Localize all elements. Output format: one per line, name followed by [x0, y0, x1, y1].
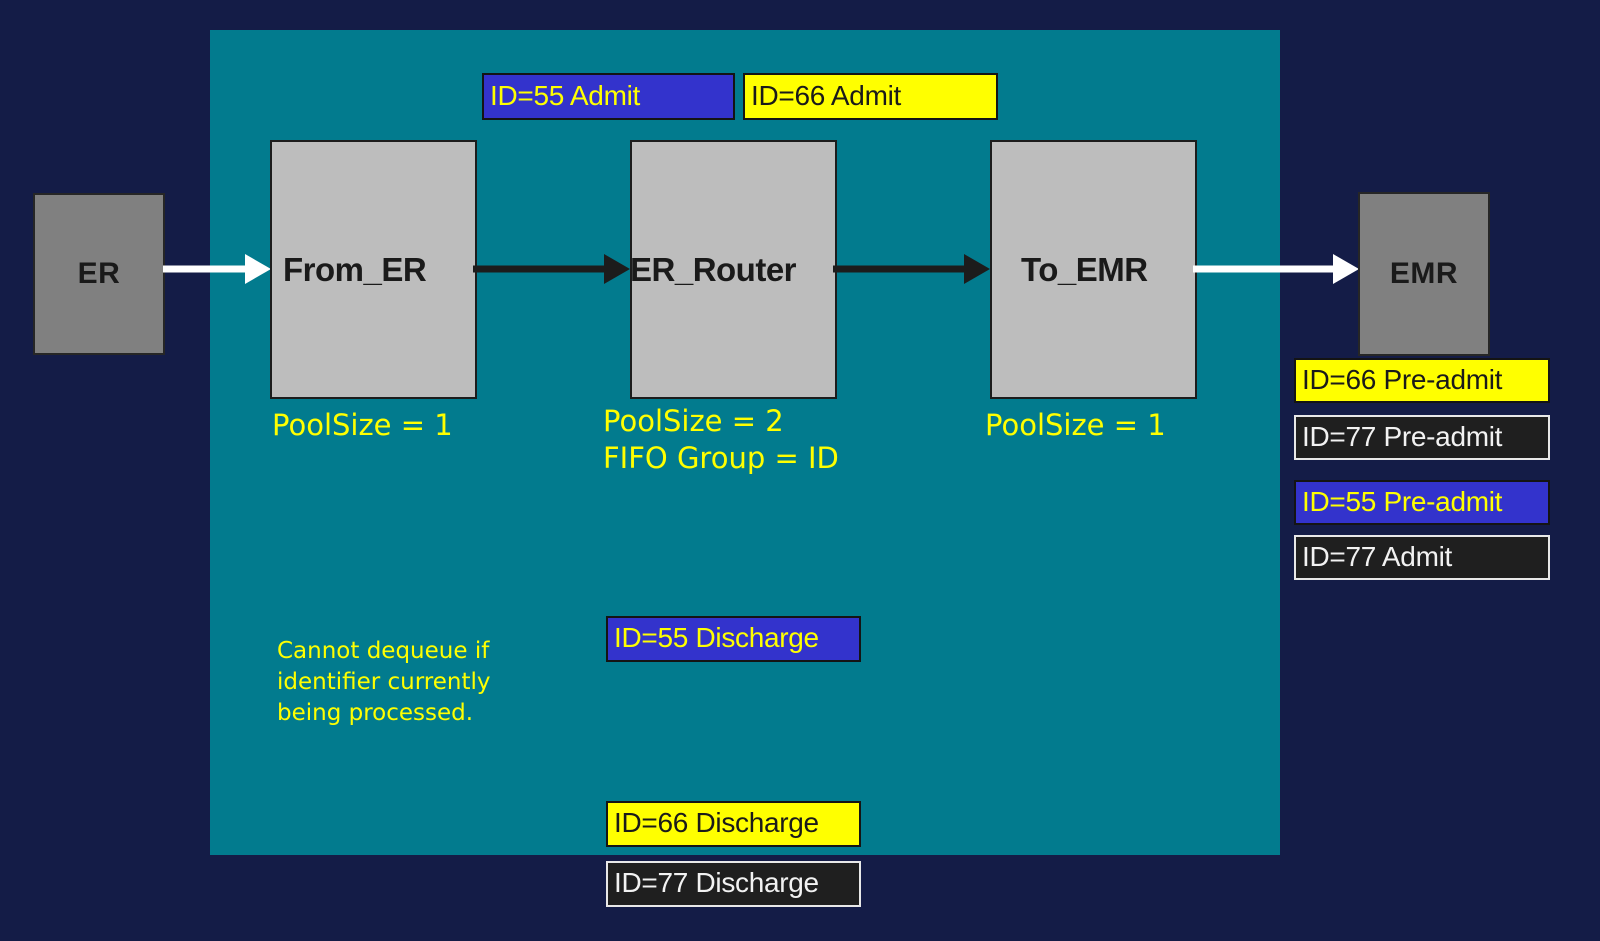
process-label-from-er: From_ER	[283, 251, 427, 288]
message-text: ID=55 Admit	[490, 79, 641, 111]
process-label-er-router: ER_Router	[630, 251, 797, 288]
arrow-shaft	[833, 265, 966, 273]
arrow-head	[964, 254, 990, 284]
arrow-shaft	[1193, 265, 1335, 273]
message-chip-pending-1[interactable]: ID=77 Discharge	[606, 861, 861, 907]
queue-item-2[interactable]: ID=55 Pre-admit	[1294, 480, 1550, 525]
message-text: ID=55 Discharge	[614, 622, 819, 653]
config-er-router-poolsize: PoolSize = 2	[603, 404, 784, 438]
arrow-head	[1333, 254, 1359, 284]
note-line-2: identifier currently	[277, 669, 491, 696]
config-from-er-poolsize: PoolSize = 1	[272, 408, 453, 442]
arrow-shaft	[163, 265, 247, 273]
process-box-to-emr[interactable]	[990, 140, 1197, 399]
arrow-to-emr-to-emr-system	[1193, 252, 1359, 286]
message-text: ID=77 Discharge	[614, 867, 819, 898]
process-box-from-er[interactable]	[270, 140, 477, 399]
message-text: ID=77 Admit	[1302, 540, 1453, 572]
arrow-er-router-to-to-emr	[833, 252, 990, 286]
note-line-3: being processed.	[277, 700, 474, 727]
queue-item-3[interactable]: ID=77 Admit	[1294, 535, 1550, 580]
arrow-head	[604, 254, 630, 284]
arrow-from-er-to-er-router	[473, 252, 630, 286]
arrow-shaft	[473, 265, 606, 273]
external-system-emr[interactable]: EMR	[1358, 192, 1490, 356]
dequeue-blocked-note: Cannot dequeue if identifier currently b…	[277, 636, 567, 729]
message-chip-inbound-0[interactable]: ID=55 Admit	[482, 73, 735, 120]
message-chip-pending-0[interactable]: ID=66 Discharge	[606, 801, 861, 847]
external-system-emr-label: EMR	[1389, 257, 1459, 290]
queue-item-1[interactable]: ID=77 Pre-admit	[1294, 415, 1550, 460]
config-er-router-fifo-group: FIFO Group = ID	[603, 441, 839, 475]
message-text: ID=77 Pre-admit	[1302, 420, 1503, 452]
arrow-er-to-from-er	[163, 252, 271, 286]
message-chip-inbound-1[interactable]: ID=66 Admit	[743, 73, 998, 120]
queue-item-0[interactable]: ID=66 Pre-admit	[1294, 358, 1550, 403]
message-chip-in-flight-0[interactable]: ID=55 Discharge	[606, 616, 861, 662]
external-system-er[interactable]: ER	[33, 193, 165, 355]
config-to-emr-poolsize: PoolSize = 1	[985, 408, 1166, 442]
process-box-er-router[interactable]	[630, 140, 837, 399]
process-label-to-emr: To_EMR	[1021, 251, 1148, 288]
note-line-1: Cannot dequeue if	[277, 638, 490, 664]
message-text: ID=66 Discharge	[614, 807, 819, 838]
message-text: ID=66 Pre-admit	[1302, 363, 1503, 395]
external-system-er-label: ER	[77, 257, 121, 290]
arrow-head	[245, 254, 271, 284]
message-text: ID=55 Pre-admit	[1302, 485, 1503, 517]
message-text: ID=66 Admit	[751, 79, 902, 111]
